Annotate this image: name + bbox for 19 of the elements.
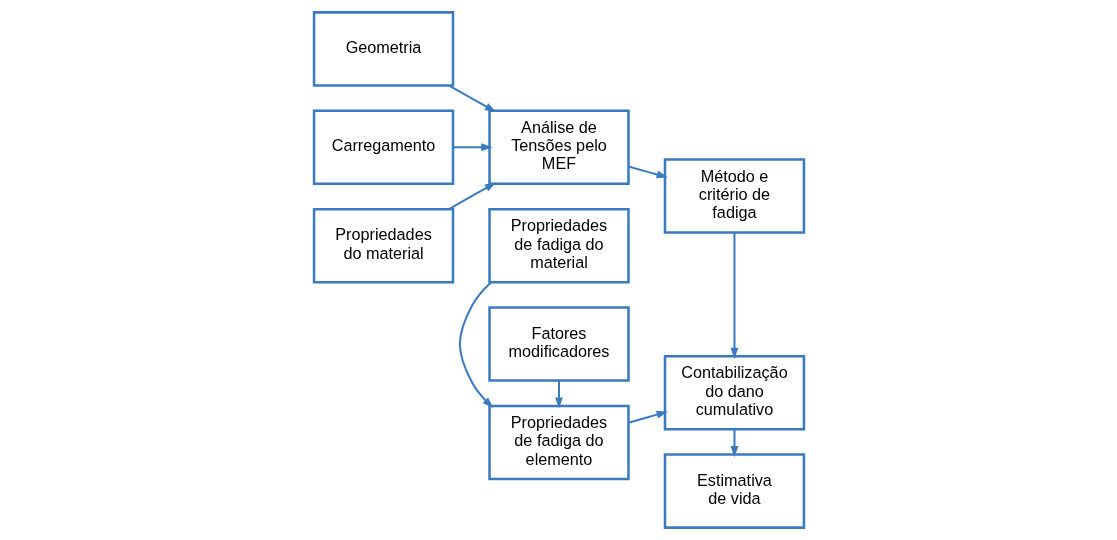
arrow [627, 165, 668, 179]
arrow [458, 281, 493, 408]
node-box: Propriedades de fadiga do material [487, 207, 630, 284]
node-box: Carregamento [312, 109, 454, 186]
arrow [554, 381, 563, 409]
node-box: Fatores modificadores [487, 306, 630, 382]
arrow [448, 182, 496, 210]
node-box: Geometria [312, 11, 454, 87]
node-box: Propriedades do material [312, 207, 454, 284]
node-box: Estimativa de vida [663, 453, 805, 529]
arrow [730, 232, 738, 359]
arrow [452, 143, 492, 152]
arrow [627, 410, 668, 424]
node-box: Análise de Tensões pelo MEF [487, 109, 630, 186]
node-box: Contabilização do dano cumulativo [663, 354, 805, 431]
node-box: Método e critério de fadiga [663, 158, 805, 234]
arrow [730, 429, 738, 458]
arrow [448, 84, 496, 113]
node-box: Propriedades de fadiga do elemento [487, 404, 630, 481]
